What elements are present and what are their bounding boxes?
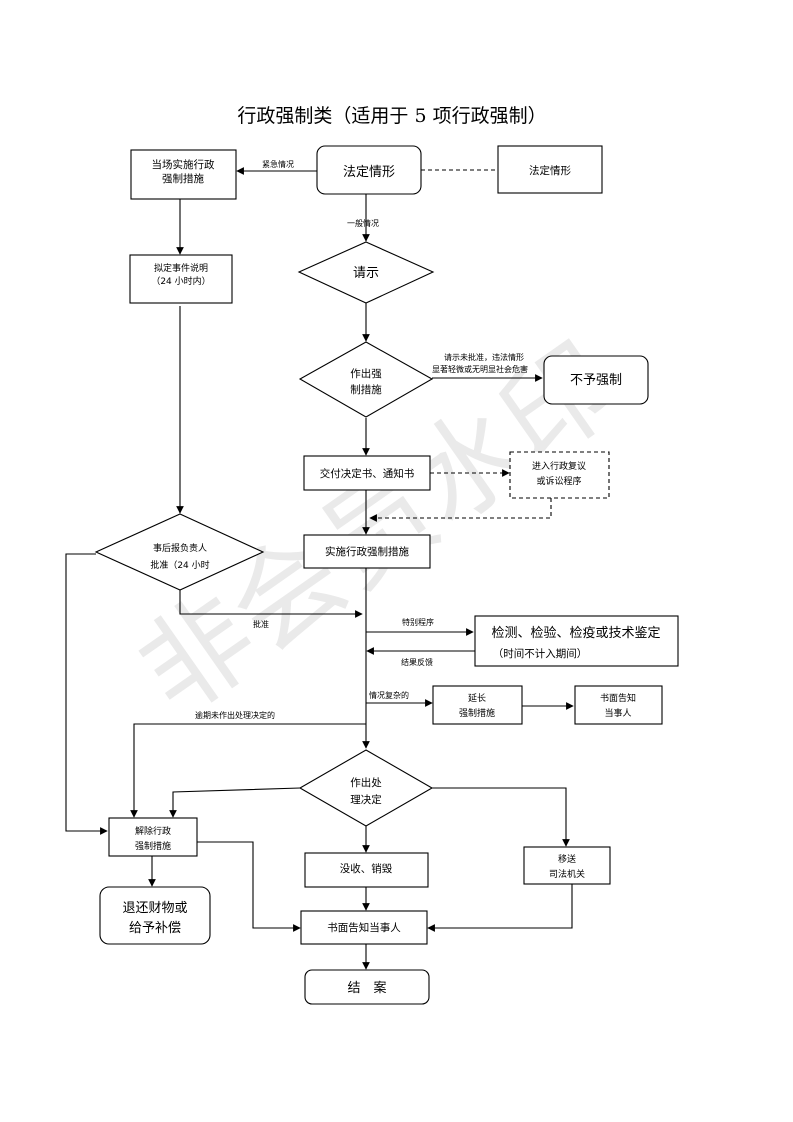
node-notify-party-lower: 书面告知当事人: [300, 910, 428, 945]
svg-text:理决定: 理决定: [350, 793, 382, 806]
svg-text:当场实施行政: 当场实施行政: [152, 158, 215, 171]
node-no-enforcement: 不予强制: [543, 355, 649, 405]
connectors: [65, 167, 574, 970]
node-notify-party-upper: 书面告知 当事人: [574, 685, 663, 725]
edge-labels: 紧急情况 一般情况 请示未批准，违法情形 显著轻微或无明显社会危害 批准 特别程…: [195, 159, 528, 720]
node-return-property: 退还财物或 给予补偿: [99, 886, 211, 945]
svg-text:或诉讼程序: 或诉讼程序: [536, 475, 581, 487]
node-deliver-decision: 交付决定书、通知书: [303, 455, 431, 491]
svg-text:请示: 请示: [353, 266, 379, 281]
svg-text:交付决定书、通知书: 交付决定书、通知书: [320, 467, 415, 480]
node-request-diamond: 请示: [297, 241, 435, 304]
svg-text:没收、销毁: 没收、销毁: [340, 862, 393, 875]
svg-text:拟定事件说明: 拟定事件说明: [154, 262, 208, 274]
svg-text:法定情形: 法定情形: [529, 164, 571, 177]
svg-text:解除行政: 解除行政: [135, 825, 171, 837]
svg-text:检测、检验、检疫或技术鉴定: 检测、检验、检疫或技术鉴定: [491, 625, 660, 641]
label-general: 一般情况: [347, 218, 379, 228]
label-not-approved-2: 显著轻微或无明显社会危害: [432, 364, 528, 374]
node-release-measures: 解除行政 强制措施: [108, 817, 198, 857]
label-feedback: 结果反馈: [401, 657, 433, 667]
node-testing-appraisal: 检测、检验、检疫或技术鉴定 （时间不计入期间）: [474, 615, 679, 667]
svg-text:当事人: 当事人: [604, 707, 631, 719]
svg-text:延长: 延长: [468, 692, 486, 704]
label-special: 特别程序: [402, 617, 434, 627]
svg-text:法定情形: 法定情形: [343, 165, 395, 180]
node-review-litigation: 进入行政复议 或诉讼程序: [509, 451, 610, 499]
svg-text:（24 小时内）: （24 小时内）: [151, 275, 210, 287]
svg-text:书面告知: 书面告知: [600, 692, 636, 704]
svg-text:结 案: 结 案: [347, 981, 386, 996]
node-transfer-judicial: 移送 司法机关: [523, 846, 611, 885]
node-decide-measures-diamond: 作出强 制措施: [298, 341, 434, 418]
svg-text:书面告知当事人: 书面告知当事人: [327, 921, 401, 934]
node-close-case: 结 案: [304, 969, 430, 1005]
svg-text:事后报负责人: 事后报负责人: [153, 542, 207, 554]
svg-text:退还财物或: 退还财物或: [122, 901, 187, 916]
svg-text:（时间不计入期间）: （时间不计入期间）: [493, 647, 588, 660]
label-approved: 批准: [253, 619, 269, 629]
node-onsite-measures: 当场实施行政 强制措施: [130, 149, 237, 200]
svg-text:给予补偿: 给予补偿: [129, 921, 181, 936]
node-process-decision-diamond: 作出处 理决定: [298, 749, 434, 827]
svg-text:作出处: 作出处: [350, 776, 382, 789]
svg-text:作出强: 作出强: [350, 367, 382, 380]
svg-text:批准（24 小时: 批准（24 小时: [150, 559, 209, 571]
label-not-approved-1: 请示未批准，违法情形: [444, 352, 524, 362]
node-report-superior-diamond: 事后报负责人 批准（24 小时: [94, 513, 265, 591]
svg-text:不予强制: 不予强制: [570, 373, 622, 388]
node-extend-measures: 延长 强制措施: [432, 685, 523, 725]
svg-text:强制措施: 强制措施: [135, 840, 171, 852]
svg-text:进入行政复议: 进入行政复议: [532, 460, 586, 472]
node-legal-circumstances: 法定情形: [316, 145, 422, 195]
node-implement-measures: 实施行政强制措施: [303, 534, 431, 569]
label-emergency: 紧急情况: [262, 159, 294, 169]
svg-text:实施行政强制措施: 实施行政强制措施: [325, 545, 409, 558]
svg-text:司法机关: 司法机关: [549, 868, 585, 880]
svg-text:强制措施: 强制措施: [459, 707, 495, 719]
svg-text:强制措施: 强制措施: [162, 172, 204, 185]
node-confiscate-destroy: 没收、销毁: [304, 852, 429, 888]
svg-text:制措施: 制措施: [350, 383, 382, 396]
svg-text:移送: 移送: [558, 853, 576, 865]
label-complex: 情况复杂的: [369, 690, 409, 700]
node-draft-explanation: 拟定事件说明 （24 小时内）: [129, 254, 233, 304]
label-overdue: 逾期未作出处理决定的: [195, 710, 275, 720]
page-title: 行政强制类（适用于 5 项行政强制）: [237, 105, 546, 127]
node-legal-circumstances-right: 法定情形: [497, 145, 603, 194]
